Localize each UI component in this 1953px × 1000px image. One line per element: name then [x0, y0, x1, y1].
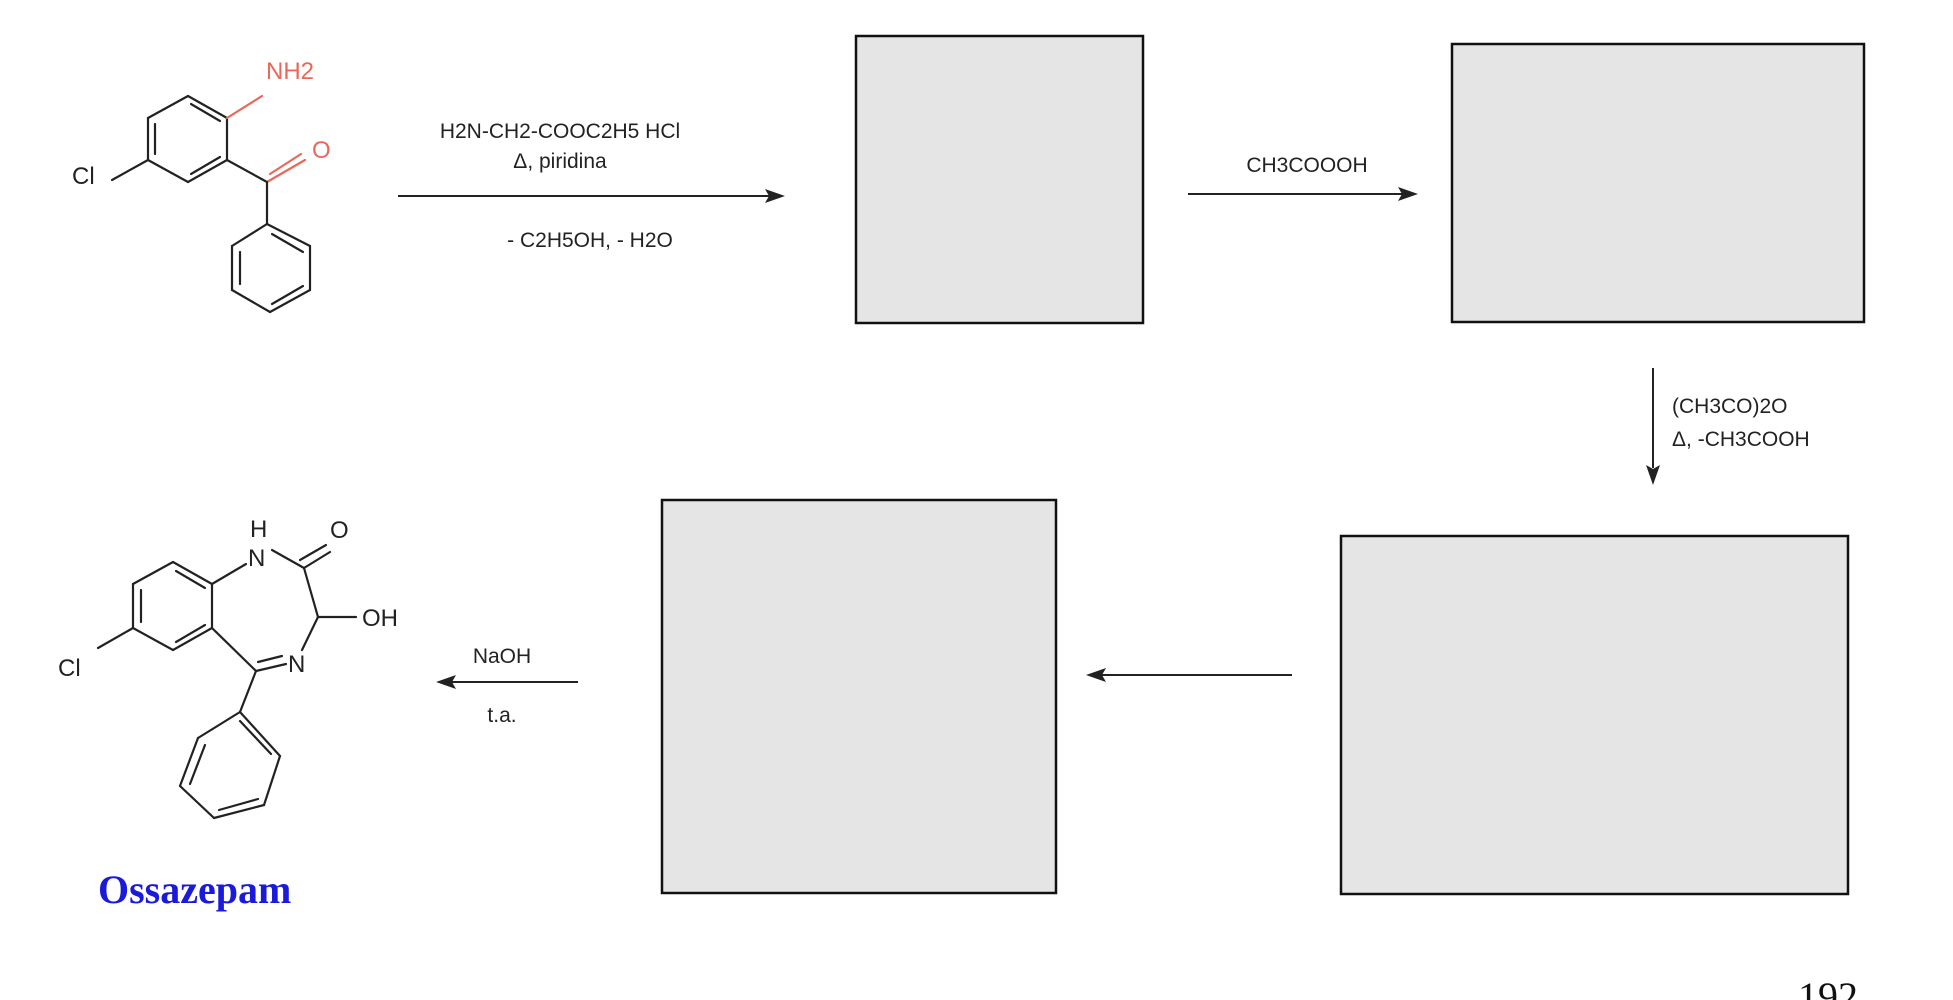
answer-box-4[interactable] [660, 498, 1058, 895]
answer-box-2[interactable] [1450, 42, 1866, 324]
amine-label: NH2 [266, 58, 314, 85]
step2-arrowhead [1398, 187, 1418, 201]
page-number: 192 [1798, 974, 1858, 1000]
step5-reagent-line1: NaOH [473, 645, 531, 668]
start-chloro-label: Cl [72, 163, 95, 190]
step5-arrowhead [436, 675, 456, 689]
product-structure [96, 543, 358, 820]
answer-box-1[interactable] [854, 34, 1145, 325]
answer-box-3[interactable] [1339, 534, 1850, 896]
product-n4-label: N [288, 651, 305, 678]
product-carbonyl-o-label: O [330, 517, 349, 544]
step1-byproducts: - C2H5OH, - H2O [507, 229, 673, 252]
step3-reagent-line2: Δ, -CH3COOH [1672, 428, 1810, 451]
step1-reagent-line1: H2N-CH2-COOC2H5 HCl [440, 120, 680, 143]
carbonyl-oxygen-label: O [312, 137, 331, 164]
product-nh-h-label: H [250, 516, 267, 543]
product-chloro-label: Cl [58, 655, 81, 682]
product-hydroxyl-label: OH [362, 605, 398, 632]
step3-reagent-line1: (CH3CO)2O [1672, 395, 1788, 418]
step3-arrowhead [1646, 465, 1660, 485]
step4-arrowhead [1086, 668, 1106, 682]
step2-reagent: CH3COOOH [1246, 154, 1367, 177]
step1-arrowhead [765, 189, 785, 203]
product-name: Ossazepam [98, 867, 291, 912]
product-n1-label: N [248, 545, 265, 572]
step5-reagent-line2: t.a. [487, 704, 516, 727]
step1-reagent-line2: Δ, piridina [513, 150, 607, 173]
starting-material-structure [110, 94, 312, 314]
